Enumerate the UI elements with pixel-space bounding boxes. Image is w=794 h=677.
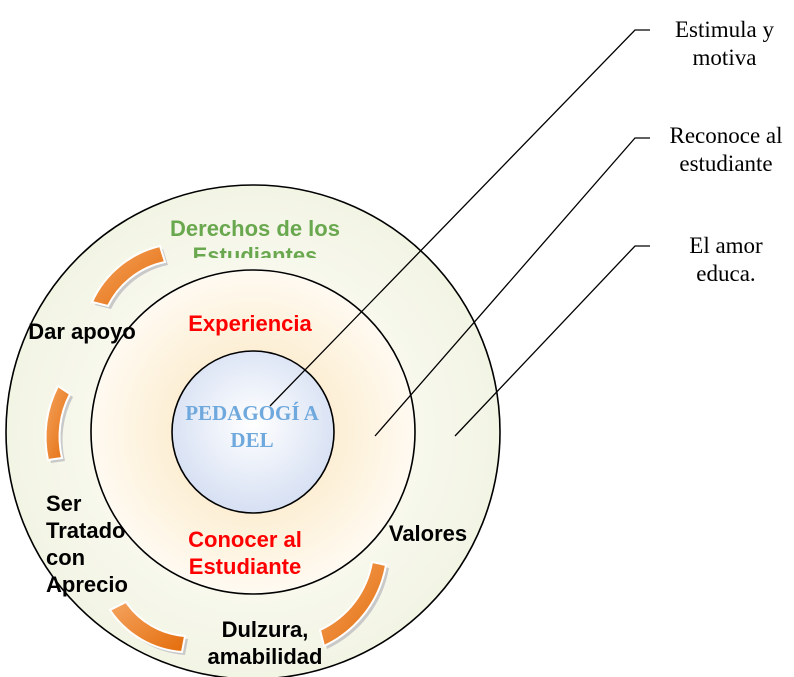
label-derechos: Derechos de los Estudiantes	[170, 216, 340, 258]
label-dar-apoyo: Dar apoyo	[28, 319, 136, 344]
curved-arrow-bottom-right	[318, 560, 389, 649]
label-experiencia: Experiencia	[188, 311, 312, 336]
leader-line-estimula	[269, 29, 650, 407]
label-dulzura: Dulzura, amabilidad	[207, 617, 323, 664]
inner-circle	[171, 350, 335, 514]
label-valores: Valores	[388, 521, 468, 546]
label-conocer: Conocer al Estudiante	[188, 527, 302, 579]
label-pedagogia: PEDAGOGÍ A DEL	[185, 401, 319, 452]
curved-arrow-top-left	[90, 244, 168, 309]
callout-estimula: Estimula y motiva	[674, 17, 775, 70]
label-ser-tratado: Ser Tratado con Aprecio	[46, 491, 128, 597]
curved-arrow-left	[44, 384, 73, 463]
curved-arrow-bottom-left	[108, 600, 188, 655]
leader-line-reconoce	[374, 137, 650, 437]
callout-reconoce: Reconoce al estudiante	[669, 123, 783, 176]
leader-line-amor	[454, 245, 650, 437]
callout-amor: El amor educa.	[689, 233, 763, 286]
